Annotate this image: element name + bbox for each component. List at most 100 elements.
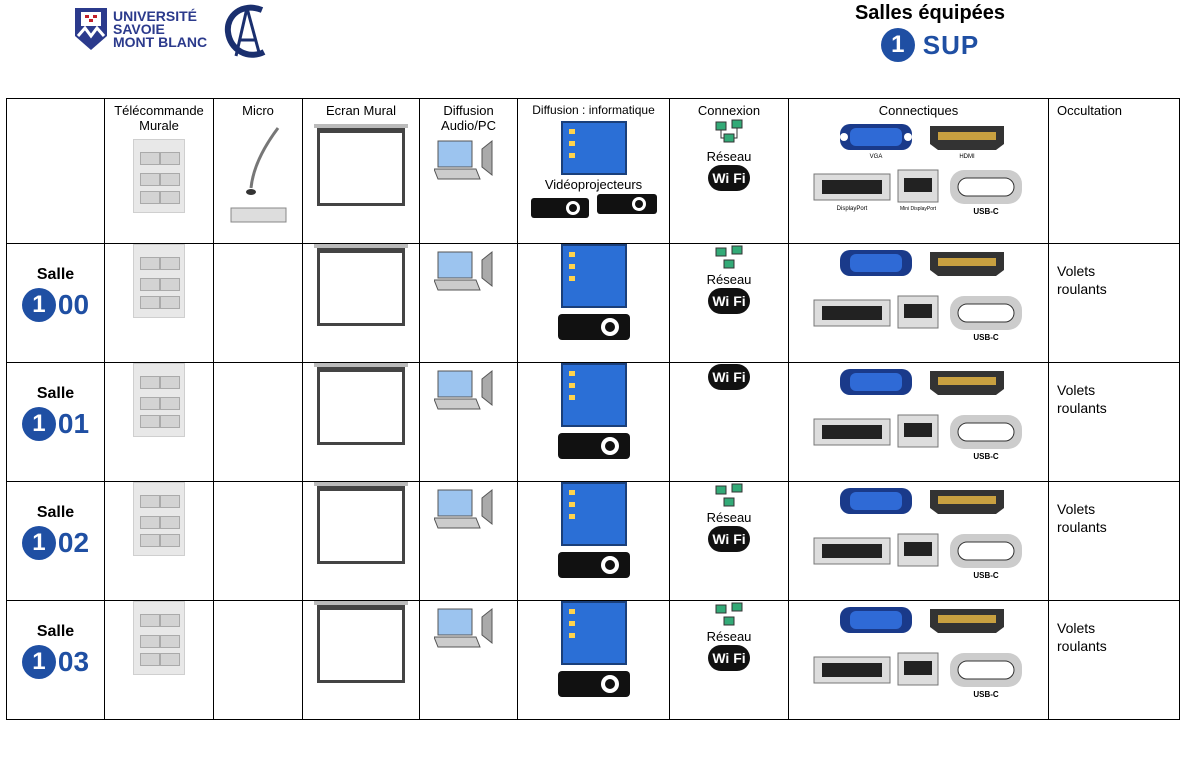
screen-icon: [317, 248, 405, 326]
room-number: 03: [57, 646, 90, 677]
room-label: Salle: [36, 385, 75, 402]
remote-icon: [133, 139, 185, 213]
occultation-line2: roulants: [1057, 400, 1107, 416]
wifi-icon: Wi Fi: [708, 288, 750, 314]
svg-text:USB-C: USB-C: [973, 452, 999, 461]
header-occultation: Occultation: [1048, 98, 1180, 244]
room-badge: 1: [21, 288, 56, 322]
svg-text:Wi Fi: Wi Fi: [712, 650, 745, 666]
wifi-icon: Wi Fi: [708, 645, 750, 671]
desktop-icon: [560, 121, 627, 175]
room-badge: 1: [21, 526, 56, 560]
svg-text:DisplayPort: DisplayPort: [836, 206, 867, 212]
svg-text:USB-C: USB-C: [973, 333, 999, 342]
usmb-line2: SAVOIE: [113, 20, 165, 37]
desktop-icon: [560, 363, 627, 427]
projector-icon: [557, 433, 630, 459]
occultation-line1: Volets: [1057, 382, 1096, 398]
svg-text:HDMI: HDMI: [959, 154, 975, 160]
usmb-logo: UNIVERSITÉ SAVOIE MONT BLANC: [73, 6, 207, 52]
room-label: Salle: [36, 504, 75, 521]
network-icon: [715, 245, 743, 269]
occultation-line1: Volets: [1057, 263, 1096, 279]
title-badge: 1: [880, 28, 915, 62]
network-icon: [715, 119, 743, 143]
svg-text:Mini DisplayPort: Mini DisplayPort: [899, 206, 936, 212]
svg-text:Wi Fi: Wi Fi: [712, 369, 745, 385]
header-connectiques: Connectiques VGA HDMI DisplayPort Mini D…: [788, 98, 1049, 244]
header-connexion: Connexion Réseau Wi Fi: [669, 98, 789, 244]
room-number: 00: [57, 289, 90, 320]
laptop-speaker-icon: [433, 250, 492, 291]
usmb-line1: UNIVERSITÉ: [113, 7, 198, 24]
header-micro: Micro: [213, 98, 303, 244]
header-row: Télécommande Murale Micro Ecran Mural Di…: [6, 98, 1180, 244]
svg-text:USB-C: USB-C: [973, 571, 999, 580]
occultation-line1: Volets: [1057, 620, 1096, 636]
occultation-line2: roulants: [1057, 638, 1107, 654]
micro-empty: [213, 481, 303, 601]
title-sup: SUP: [922, 29, 980, 60]
room-badge: 1: [21, 407, 56, 441]
reseau-label: Réseau: [706, 149, 752, 164]
svg-text:USB-C: USB-C: [973, 690, 999, 699]
room-label: Salle: [36, 623, 75, 640]
projector-icon: [557, 552, 630, 578]
remote-icon: [133, 601, 185, 675]
desktop-icon: [560, 482, 627, 546]
micro-empty: [213, 243, 303, 363]
laptop-speaker-icon: [433, 488, 492, 529]
remote-icon: [133, 482, 185, 556]
occultation-line2: roulants: [1057, 519, 1107, 535]
connectors-icon: USB-C: [813, 369, 1022, 461]
page-title: Salles équipées: [854, 2, 1006, 24]
screen-icon: [317, 128, 405, 206]
connectors-icon: USB-C: [813, 607, 1022, 699]
wifi-icon: Wi Fi: [708, 364, 750, 390]
svg-text:Wi Fi: Wi Fi: [712, 293, 745, 309]
connectors-icon: VGA HDMI DisplayPort Mini DisplayPort US…: [813, 124, 1022, 216]
svg-text:VGA: VGA: [869, 154, 882, 160]
projector-icon: [557, 314, 630, 340]
laptop-speaker-icon: [433, 607, 492, 648]
connectors-icon: USB-C: [813, 250, 1022, 342]
desktop-icon: [560, 601, 627, 665]
microphone-icon: [230, 127, 287, 223]
remote-icon: [133, 363, 185, 437]
projector-icon: [557, 671, 630, 697]
micro-empty: [213, 600, 303, 720]
header-screen: Ecran Mural: [302, 98, 420, 244]
equipment-table: Télécommande Murale Micro Ecran Mural Di…: [6, 98, 1180, 720]
connectors-icon: USB-C: [813, 488, 1022, 580]
micro-empty: [213, 362, 303, 482]
svg-text:Wi Fi: Wi Fi: [712, 531, 745, 547]
desktop-icon: [560, 244, 627, 308]
page-header: UNIVERSITÉ SAVOIE MONT BLANC Salles équi…: [0, 0, 1185, 95]
usmb-shield-icon: [75, 8, 107, 50]
network-icon: [715, 602, 743, 626]
occultation-line1: Volets: [1057, 501, 1096, 517]
remote-icon: [133, 244, 185, 318]
room-number: 01: [57, 408, 90, 439]
wifi-icon: Wi Fi: [708, 165, 750, 191]
header-remote: Télécommande Murale: [104, 98, 214, 244]
laptop-speaker-icon: [432, 139, 492, 180]
occultation-line2: roulants: [1057, 281, 1107, 297]
videoproj-label: Vidéoprojecteurs: [544, 177, 643, 192]
projectors-icon: [530, 194, 657, 218]
reseau-label: Réseau: [706, 629, 752, 644]
screen-icon: [317, 486, 405, 564]
screen-icon: [317, 367, 405, 445]
reseau-label: Réseau: [706, 272, 752, 287]
reseau-label: Réseau: [706, 510, 752, 525]
svg-text:USB-C: USB-C: [973, 207, 999, 216]
svg-text:Wi Fi: Wi Fi: [712, 170, 745, 186]
header-info: Diffusion : informatique Vidéoprojecteur…: [517, 98, 670, 244]
room-label: Salle: [36, 266, 75, 283]
room-badge: 1: [21, 645, 56, 679]
room-number: 02: [57, 527, 90, 558]
